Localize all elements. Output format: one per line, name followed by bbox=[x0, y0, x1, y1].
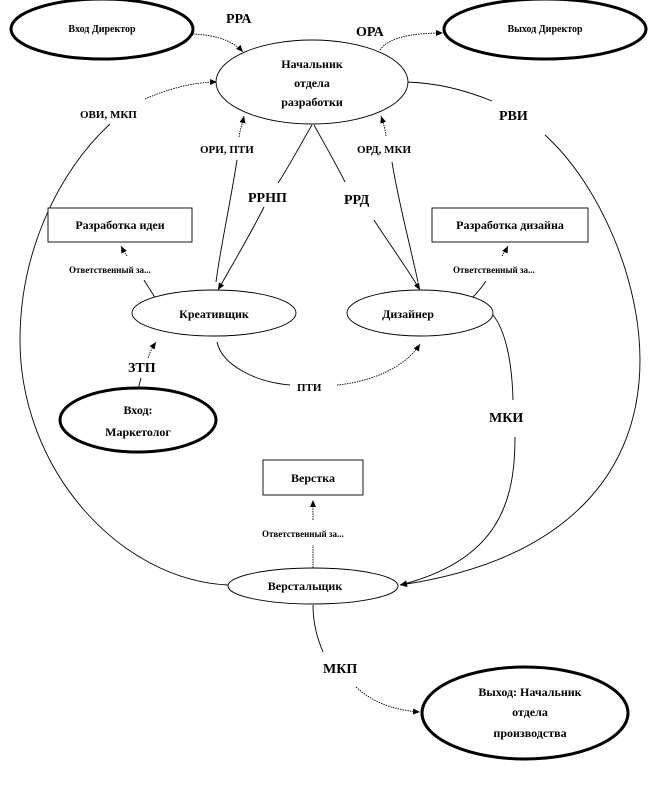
edge-pti-left bbox=[216, 341, 291, 386]
edge-ztp bbox=[147, 341, 157, 359]
node-output-head-prod-line3: производства bbox=[493, 726, 566, 740]
label-mkp: МКП bbox=[323, 662, 357, 677]
edge-mki bbox=[399, 436, 516, 587]
edge-ovi-mkp-top bbox=[144, 79, 218, 100]
edge-rrd-top bbox=[313, 124, 346, 183]
task-layout-label: Верстка bbox=[291, 471, 335, 485]
node-output-head-prod-line2: отдела bbox=[512, 705, 548, 719]
node-typesetter-label: Верстальщик bbox=[268, 579, 343, 593]
node-head-dev-line1: Начальник bbox=[281, 57, 343, 71]
edge-resp-designer-top bbox=[501, 245, 509, 257]
node-typesetter[interactable]: Верстальщик bbox=[227, 567, 399, 605]
edge-ora bbox=[379, 30, 444, 51]
edge-rrnp bbox=[217, 206, 265, 291]
label-ovi-mkp: ОВИ, МКП bbox=[80, 109, 137, 121]
task-idea-dev-label: Разработка идеи bbox=[75, 218, 164, 232]
node-output-director[interactable]: Выход Директор bbox=[442, 0, 648, 61]
label-rrnp: РРНП bbox=[248, 191, 287, 206]
task-layout[interactable]: Верстка bbox=[262, 459, 364, 496]
edge-mkp-top bbox=[312, 604, 324, 653]
node-creative-label: Креативщик bbox=[179, 307, 249, 321]
task-design-dev[interactable]: Разработка дизайна bbox=[431, 207, 589, 243]
edge-rrd bbox=[373, 219, 421, 291]
node-input-marketer-line1: Вход: bbox=[123, 403, 152, 417]
label-rrd: РРД bbox=[344, 193, 370, 208]
edge-ord-mki bbox=[391, 161, 419, 283]
label-ori-pti: ОРИ, ПТИ bbox=[200, 144, 254, 156]
node-input-director-label: Вход Директор bbox=[68, 24, 136, 35]
node-head-dev-line3: разработки bbox=[281, 95, 343, 109]
label-rra: РРА bbox=[226, 12, 252, 27]
label-resp-creative: Ответственный за... bbox=[69, 265, 151, 275]
label-resp-designer: Ответственный за... bbox=[453, 265, 535, 275]
edge-ori-pti bbox=[215, 159, 238, 283]
edge-mki-top bbox=[492, 314, 514, 401]
edge-rrnp-top bbox=[277, 124, 313, 184]
label-rvi: РВИ bbox=[499, 109, 528, 124]
node-creative[interactable]: Креативщик bbox=[131, 289, 297, 337]
task-design-dev-label: Разработка дизайна bbox=[456, 218, 564, 232]
label-mki: МКИ bbox=[489, 411, 523, 426]
label-ora: ОРА bbox=[356, 25, 385, 40]
edge-ovi-mkp bbox=[19, 123, 229, 586]
node-designer[interactable]: Дизайнер bbox=[346, 289, 494, 337]
edge-mkp bbox=[355, 686, 421, 715]
node-input-marketer-line2: Маркетолог bbox=[105, 425, 171, 439]
node-input-marketer[interactable]: Вход: Маркетолог bbox=[58, 386, 218, 454]
edge-pti-right bbox=[336, 343, 421, 386]
edge-resp-designer bbox=[471, 280, 487, 299]
label-ztp: ЗТП bbox=[128, 361, 156, 376]
edge-rvi bbox=[399, 134, 641, 587]
edge-ord-mki-top bbox=[380, 115, 387, 137]
node-output-head-prod[interactable]: Выход: Начальник отдела производства bbox=[420, 665, 630, 761]
task-idea-dev[interactable]: Разработка идеи bbox=[47, 207, 193, 243]
node-head-dev-line2: отдела bbox=[294, 76, 330, 90]
label-pti: ПТИ bbox=[297, 382, 322, 394]
node-designer-label: Дизайнер bbox=[382, 307, 434, 321]
node-input-director[interactable]: Вход Директор bbox=[9, 0, 195, 61]
label-ord-mki: ОРД, МКИ bbox=[357, 144, 412, 156]
edge-rra bbox=[192, 33, 244, 53]
node-output-director-label: Выход Директор bbox=[507, 24, 583, 35]
edge-ori-pti-top bbox=[238, 115, 246, 138]
node-output-head-prod-line1: Выход: Начальник bbox=[478, 685, 581, 699]
label-resp-typesetter: Ответственный за... bbox=[262, 529, 344, 539]
edge-resp-creative-top bbox=[120, 245, 128, 257]
edge-rvi-top bbox=[406, 81, 493, 102]
edge-resp-creative bbox=[143, 279, 156, 299]
node-head-dev[interactable]: Начальник отдела разработки bbox=[215, 39, 409, 125]
